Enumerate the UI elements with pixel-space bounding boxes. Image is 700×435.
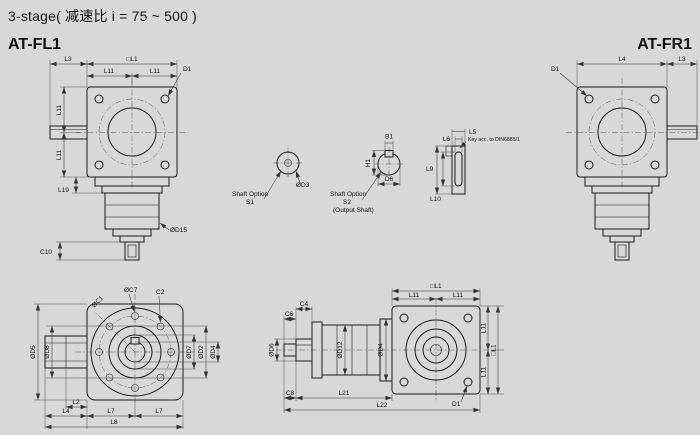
right-angle-head	[391, 305, 481, 395]
at-fr1-geometry	[566, 78, 700, 261]
dim-d6: D6	[385, 176, 394, 183]
dim-d3: ØD3	[296, 182, 310, 189]
dim-d4: ØD4	[210, 345, 217, 359]
shaft-key-section	[451, 145, 466, 195]
dim-d6: ØD6	[269, 343, 276, 357]
corner-hole	[584, 94, 594, 104]
dim-d5: ØD5	[30, 345, 37, 359]
dim-l1-square: □L1	[491, 344, 498, 356]
dim-l11: L11	[481, 366, 488, 377]
corner-hole	[94, 94, 104, 104]
view-side-section: C4 C6 ØD6 ØD12 ØD4 □L1 L11 L11 L11 L11 □…	[269, 283, 504, 413]
dim-c2: C2	[156, 289, 165, 296]
dim-l11: L11	[150, 68, 161, 75]
dim-l4: L4	[62, 408, 70, 415]
corner-hole	[160, 160, 170, 170]
corner-hole	[650, 160, 660, 170]
dim-l7: L7	[107, 408, 115, 415]
planetary-housing	[594, 192, 650, 230]
model-label-at-fr1: AT-FR1	[637, 36, 692, 53]
dim-l7: L7	[155, 408, 163, 415]
corner-hole	[584, 160, 594, 170]
corner-hole	[399, 313, 409, 323]
dim-d8: ØD8	[44, 345, 51, 359]
shaft-option-s1-code: S1	[246, 199, 254, 206]
view-at-fl1: L3 □L1 L11 L11 D1 L11 L11 L19 ØD15 C10	[40, 56, 192, 261]
side-dimensions: C4 C6 ØD6 ØD12 ØD4 □L1 L11 L11 L11 L11 □…	[269, 283, 504, 413]
dim-c8: C8	[286, 390, 295, 397]
corner-hole	[94, 160, 104, 170]
dim-l11: L11	[481, 322, 488, 333]
flange-geometry	[44, 294, 195, 402]
dim-l5: L5	[469, 129, 477, 136]
flange-dimensions: ØC1 ØC7 C2 ØD5 ØD8 ØD7 ØD2 ØD4 L2 L4 L7 …	[30, 287, 221, 430]
dim-c10: C10	[40, 249, 52, 256]
dim-l1-square: □L1	[126, 56, 138, 63]
dim-l11: L11	[409, 292, 420, 299]
key-detail: L5 L6 L9 L10 Key acc. to DIN6885/1	[426, 129, 520, 203]
dim-l11: L11	[56, 149, 63, 160]
corner-hole	[463, 313, 473, 323]
dim-c1: ØC1	[91, 294, 106, 309]
dim-l21: L21	[339, 390, 350, 397]
dim-l19: L19	[58, 187, 69, 194]
planetary-housing	[104, 192, 160, 230]
dim-c4: C4	[300, 301, 309, 308]
dim-h1: H1	[365, 158, 372, 167]
dim-l22: L22	[377, 402, 388, 409]
corner-hole	[650, 94, 660, 104]
dim-l6: L6	[443, 136, 451, 143]
dim-d4: ØD4	[378, 343, 385, 357]
dim-l11: L11	[104, 68, 115, 75]
view-at-fr1: L4 L3 D1	[551, 56, 700, 261]
dim-d1: D1	[452, 401, 461, 408]
shaft-stub-down	[614, 241, 630, 261]
shaft-option-s2: B1 H1 D6 Shaft Option S2 (Output Shaft)	[330, 134, 404, 214]
dim-d7: ØD7	[186, 345, 193, 359]
dim-l3: L3	[64, 56, 72, 63]
model-label-at-fl1: AT-FL1	[8, 36, 62, 53]
at-fl1-dimensions: L3 □L1 L11 L11 D1 L11 L11 L19 ØD15 C10	[40, 56, 192, 261]
shaft-s1-section	[276, 151, 300, 175]
dim-l4: L4	[618, 56, 626, 63]
corner-hole	[399, 377, 409, 387]
dim-l8: L8	[110, 419, 118, 426]
key	[454, 151, 463, 187]
dim-l1-square: □L1	[430, 283, 442, 290]
at-fr1-dimensions: L4 L3 D1	[551, 56, 698, 126]
side-geometry	[276, 298, 492, 402]
dim-d1: D1	[551, 66, 560, 73]
view-flange-face: ØC1 ØC7 C2 ØD5 ØD8 ØD7 ØD2 ØD4 L2 L4 L7 …	[30, 287, 221, 430]
dim-d15: ØD15	[170, 227, 187, 234]
output-shaft-note: (Output Shaft)	[333, 207, 374, 214]
dim-c6: C6	[285, 311, 294, 318]
shaft-option-s1-label: Shaft Option	[232, 191, 269, 198]
dim-l9: L9	[426, 166, 434, 173]
shaft-option-s1: Shaft Option S1 ØD3	[232, 148, 310, 206]
at-fl1-geometry	[49, 78, 188, 261]
shaft-stub-down	[124, 241, 140, 261]
dim-l11: L11	[453, 292, 464, 299]
keyway-slot	[130, 337, 140, 345]
dim-d12: ØD12	[337, 341, 344, 358]
dim-b1: B1	[385, 134, 393, 141]
din-key-note: Key acc. to DIN6885/1	[468, 137, 520, 143]
dim-l11: L11	[56, 104, 63, 115]
corner-hole	[160, 94, 170, 104]
shaft-option-s2-label: Shaft Option	[330, 191, 367, 198]
dim-d1: D1	[183, 66, 192, 73]
corner-hole	[463, 377, 473, 387]
dim-l3: L3	[678, 56, 686, 63]
dim-l10: L10	[430, 196, 441, 203]
page-title: 3-stage( 减速比 i = 75 ~ 500 )	[8, 8, 198, 24]
dim-c7: ØC7	[124, 287, 138, 294]
bolt-circle	[98, 315, 172, 389]
dim-l2: L2	[72, 399, 80, 406]
dim-d2: ØD2	[198, 345, 205, 359]
shaft-option-s2-code: S2	[343, 199, 351, 206]
